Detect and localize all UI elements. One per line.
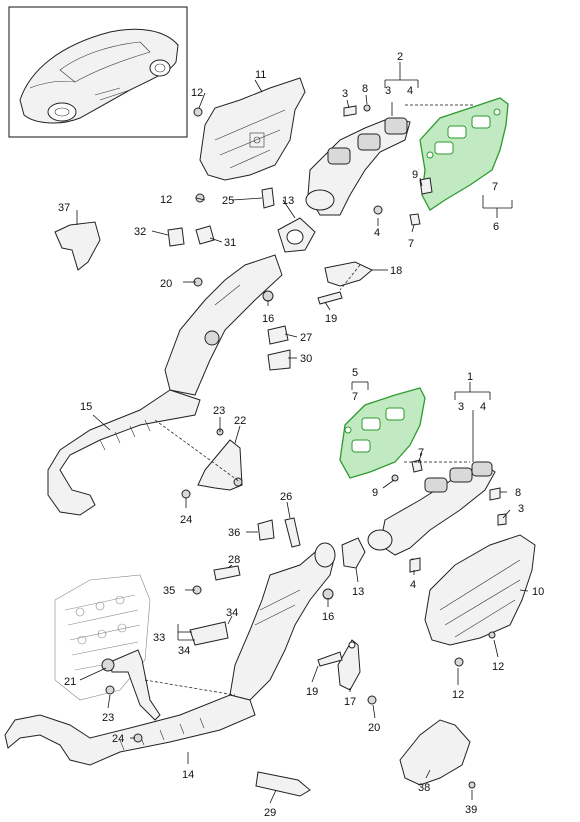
catalytic-converter-lower [229, 542, 336, 701]
callout-7: 7 [408, 238, 414, 250]
callout-27: 27 [300, 332, 312, 344]
callout-25: 25 [222, 195, 234, 207]
callout-7: 7 [352, 391, 358, 403]
callout-4: 4 [480, 401, 486, 413]
callout-13: 13 [352, 586, 364, 598]
callout-10: 10 [532, 586, 544, 598]
callout-36: 36 [228, 527, 240, 539]
callout-19: 19 [325, 313, 337, 325]
bracket-upper [197, 439, 243, 491]
bracket-17 [337, 639, 361, 691]
callout-7: 7 [418, 447, 424, 459]
heat-shield-lower [424, 534, 536, 646]
callout-16: 16 [262, 313, 274, 325]
callout-35: 35 [163, 585, 175, 597]
callout-19: 19 [306, 686, 318, 698]
callout-12: 12 [492, 661, 504, 673]
callout-38: 38 [418, 782, 430, 794]
callout-9: 9 [372, 487, 378, 499]
callout-1: 1 [467, 371, 473, 383]
callout-34: 34 [226, 607, 238, 619]
sealant-tube [255, 771, 311, 797]
callout-34: 34 [178, 645, 190, 657]
callout-20: 20 [160, 278, 172, 290]
callout-18: 18 [390, 265, 402, 277]
flange-gasket-lower [341, 537, 366, 569]
callout-6: 6 [493, 221, 499, 233]
exhaust-manifold-lower [367, 461, 496, 556]
callout-12: 12 [160, 194, 172, 206]
callout-3: 3 [342, 88, 348, 100]
callout-3: 3 [518, 503, 524, 515]
callout-8: 8 [515, 487, 521, 499]
callout-31: 31 [224, 237, 236, 249]
callout-9: 9 [412, 169, 418, 181]
bracket-lower [109, 649, 161, 721]
callout-24: 24 [180, 514, 192, 526]
bracket-18 [324, 261, 373, 287]
callout-22: 22 [234, 415, 246, 427]
callout-30: 30 [300, 353, 312, 365]
callout-26: 26 [280, 491, 292, 503]
callout-3: 3 [385, 85, 391, 97]
callout-4: 4 [407, 85, 413, 97]
callout-20: 20 [368, 722, 380, 734]
callout-12: 12 [191, 87, 203, 99]
callout-11: 11 [255, 69, 266, 81]
callout-17: 17 [344, 696, 356, 708]
callout-16: 16 [322, 611, 334, 623]
engine-block-ghost [54, 574, 151, 701]
callout-3: 3 [458, 401, 464, 413]
callout-15: 15 [80, 401, 92, 413]
callout-39: 39 [465, 804, 477, 816]
callout-4: 4 [410, 579, 416, 591]
catalytic-converter-upper [164, 254, 283, 396]
manifold-gasket-lower [339, 387, 426, 479]
callout-24: 24 [112, 733, 124, 745]
callout-14: 14 [182, 769, 194, 781]
callout-37: 37 [58, 202, 70, 214]
callout-2: 2 [397, 51, 403, 63]
callout-13: 13 [282, 195, 294, 207]
heat-shield-upper [199, 77, 306, 181]
exhaust-pipe-lower [4, 694, 256, 766]
callout-33: 33 [153, 632, 165, 644]
exhaust-pipe-upper [47, 389, 201, 516]
callout-12: 12 [452, 689, 464, 701]
callout-29: 29 [264, 807, 276, 819]
car-icon [19, 28, 179, 124]
callout-7: 7 [492, 181, 498, 193]
callout-28: 28 [228, 554, 240, 566]
callout-32: 32 [134, 226, 146, 238]
exhaust-manifold-upper [305, 117, 411, 216]
callout-21: 21 [64, 676, 76, 688]
hardware-upper [167, 104, 433, 499]
flange-gasket-upper [277, 217, 316, 253]
callout-labels: 11 12 12 25 13 3 8 2 3 4 9 7 6 4 7 37 32… [58, 51, 544, 819]
leader-lines [76, 62, 529, 804]
callout-5: 5 [352, 367, 358, 379]
vehicle-thumbnail [8, 6, 188, 138]
bracket-37 [54, 221, 101, 271]
callout-8: 8 [362, 83, 368, 95]
hardware-lower [101, 459, 507, 789]
manifold-gasket-upper [419, 97, 509, 211]
callout-23: 23 [213, 405, 225, 417]
callout-23: 23 [102, 712, 114, 724]
bracket-38 [399, 719, 471, 786]
callout-4: 4 [374, 227, 380, 239]
